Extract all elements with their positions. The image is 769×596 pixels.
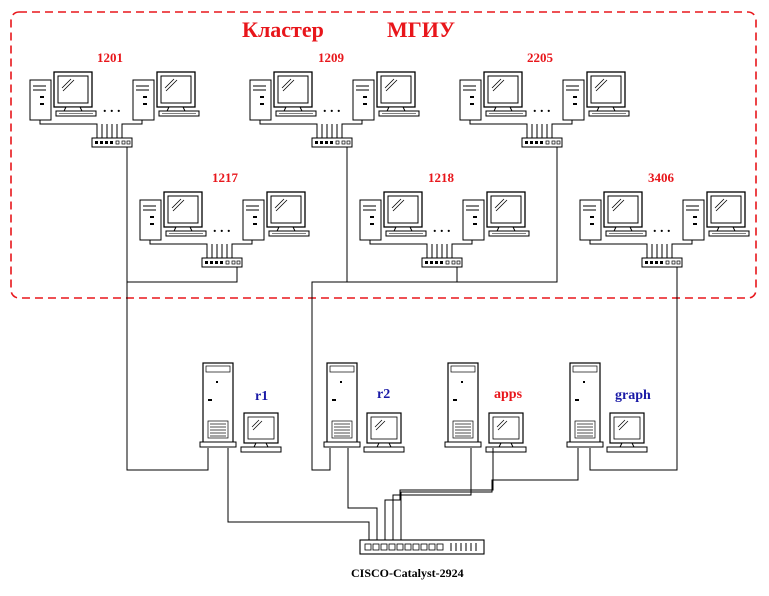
room-label: 2205: [527, 50, 554, 65]
dots-label: . . .: [213, 221, 231, 236]
server-label: r2: [377, 387, 390, 402]
room-label: 1201: [97, 50, 123, 65]
room-label: 1218: [428, 170, 455, 185]
workstation-icon: [29, 71, 97, 121]
room-group-2205: 2205 . . .: [459, 50, 630, 148]
switch-links: [227, 448, 579, 540]
room-group-3406: 3406 . . .: [579, 170, 750, 268]
cluster-border: [10, 11, 757, 299]
hub-icon: [641, 257, 683, 268]
cisco-switch: CISCO-Catalyst-2924: [351, 539, 485, 580]
workstation-icon: [242, 191, 310, 241]
monitor-icon: [485, 412, 527, 453]
hub-icon: [201, 257, 243, 268]
server-label: graph: [615, 388, 651, 403]
cluster-title-left: Кластер: [242, 17, 324, 42]
switch-label: CISCO-Catalyst-2924: [351, 566, 464, 580]
dots-label: . . .: [653, 221, 671, 236]
monitor-icon: [363, 412, 405, 453]
monitor-icon: [240, 412, 282, 453]
graph-link: [589, 306, 678, 471]
workstation-icon: [249, 71, 317, 121]
cluster-links: [126, 147, 678, 471]
server-r2: r2: [323, 362, 405, 453]
server-tower-icon: [566, 362, 604, 448]
dots-label: . . .: [103, 101, 121, 116]
server-apps: apps: [444, 362, 527, 453]
cluster-title-right: МГИУ: [387, 17, 455, 42]
hub-icon: [521, 137, 563, 148]
hub-icon: [421, 257, 463, 268]
workstation-icon: [359, 191, 427, 241]
workstation-icon: [682, 191, 750, 241]
server-label: apps: [494, 387, 523, 402]
workstation-icon: [462, 191, 530, 241]
workstation-icon: [352, 71, 420, 121]
dots-label: . . .: [533, 101, 551, 116]
room-group-1218: 1218 . . .: [359, 170, 530, 268]
workstation-icon: [139, 191, 207, 241]
room-label: 1217: [212, 170, 239, 185]
workstation-icon: [579, 191, 647, 241]
room-label: 3406: [648, 170, 675, 185]
workstation-icon: [459, 71, 527, 121]
dots-label: . . .: [323, 101, 341, 116]
server-graph: graph: [566, 362, 651, 453]
server-tower-icon: [199, 362, 237, 448]
dots-label: . . .: [433, 221, 451, 236]
hub-icon: [91, 137, 133, 148]
workstation-icon: [562, 71, 630, 121]
server-r1: r1: [199, 362, 282, 453]
hub-icon: [311, 137, 353, 148]
server-tower-icon: [444, 362, 482, 448]
server-label: r1: [255, 389, 268, 404]
server-tower-icon: [323, 362, 361, 448]
room-label: 1209: [318, 50, 345, 65]
room-group-1201: 1201 . . .: [29, 50, 200, 148]
monitor-icon: [606, 412, 648, 453]
room-group-1217: 1217 . . .: [139, 170, 310, 268]
workstation-icon: [132, 71, 200, 121]
room-group-1209: 1209 . . .: [249, 50, 420, 148]
